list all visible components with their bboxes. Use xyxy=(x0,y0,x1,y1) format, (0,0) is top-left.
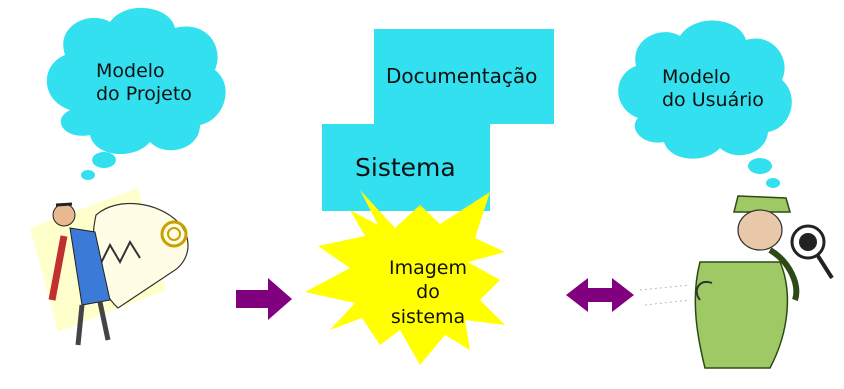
system-image-burst xyxy=(305,190,505,365)
documentation-label: Documentação xyxy=(386,64,538,88)
documentation-box xyxy=(374,29,554,124)
left-thought-cloud xyxy=(46,7,226,180)
left-cloud-line-2: do Projeto xyxy=(96,83,192,106)
system-image-line-2: do xyxy=(416,281,440,304)
right-cloud-line-1: Modelo xyxy=(662,66,731,88)
detective-clipart-icon xyxy=(639,195,834,369)
system-box xyxy=(322,124,490,211)
right-cloud-line-2: do Usuário xyxy=(662,89,764,112)
system-label: Sistema xyxy=(355,153,456,182)
right-thought-cloud xyxy=(618,20,792,188)
left-cloud-label: Modelo do Projeto xyxy=(96,60,192,106)
right-cloud-label: Modelo do Usuário xyxy=(662,66,764,112)
system-image-line-3: sistema xyxy=(390,305,466,328)
arrow-right xyxy=(236,278,292,320)
designer-clipart-icon xyxy=(30,188,189,346)
system-image-label: Imagem do sistema xyxy=(372,256,484,329)
left-cloud-line-1: Modelo xyxy=(96,60,165,82)
system-image-line-1: Imagem xyxy=(388,257,467,279)
double-arrow xyxy=(566,278,634,312)
